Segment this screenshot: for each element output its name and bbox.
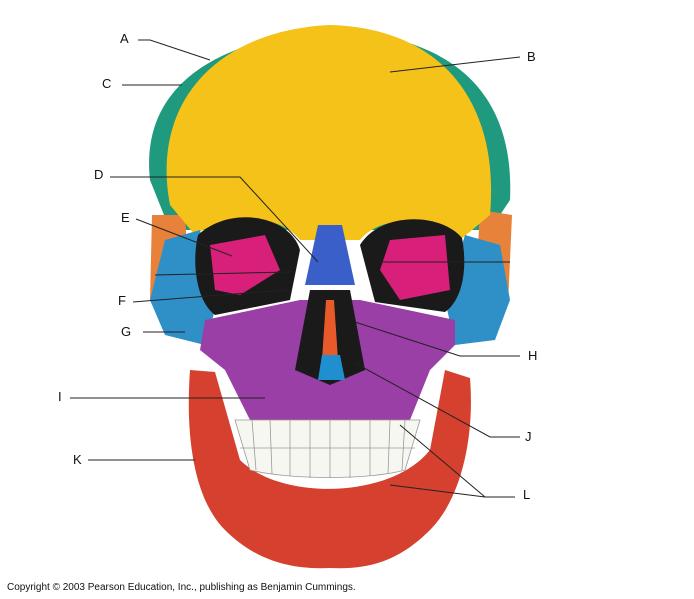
nasal-bone bbox=[305, 225, 355, 285]
leader-lines bbox=[70, 39, 521, 498]
label-f: F bbox=[118, 293, 126, 308]
label-l: L bbox=[523, 487, 531, 502]
label-e: E bbox=[121, 210, 130, 225]
label-b: B bbox=[527, 49, 536, 64]
sphenoid-left bbox=[210, 235, 280, 295]
label-i: I bbox=[58, 389, 62, 404]
label-h: H bbox=[528, 348, 538, 363]
mandible bbox=[188, 370, 471, 569]
label-c: C bbox=[102, 76, 112, 91]
label-k: K bbox=[73, 452, 82, 467]
copyright-notice: Copyright © 2003 Pearson Education, Inc.… bbox=[7, 582, 356, 593]
label-j: J bbox=[525, 429, 532, 444]
sphenoid-right bbox=[380, 235, 450, 300]
frontal-bone bbox=[166, 25, 492, 240]
inferior-nasal-concha bbox=[318, 355, 345, 380]
label-g: G bbox=[121, 324, 132, 339]
label-a: A bbox=[120, 31, 129, 46]
vomer bbox=[322, 300, 338, 360]
label-d: D bbox=[94, 167, 104, 182]
teeth bbox=[234, 419, 421, 478]
